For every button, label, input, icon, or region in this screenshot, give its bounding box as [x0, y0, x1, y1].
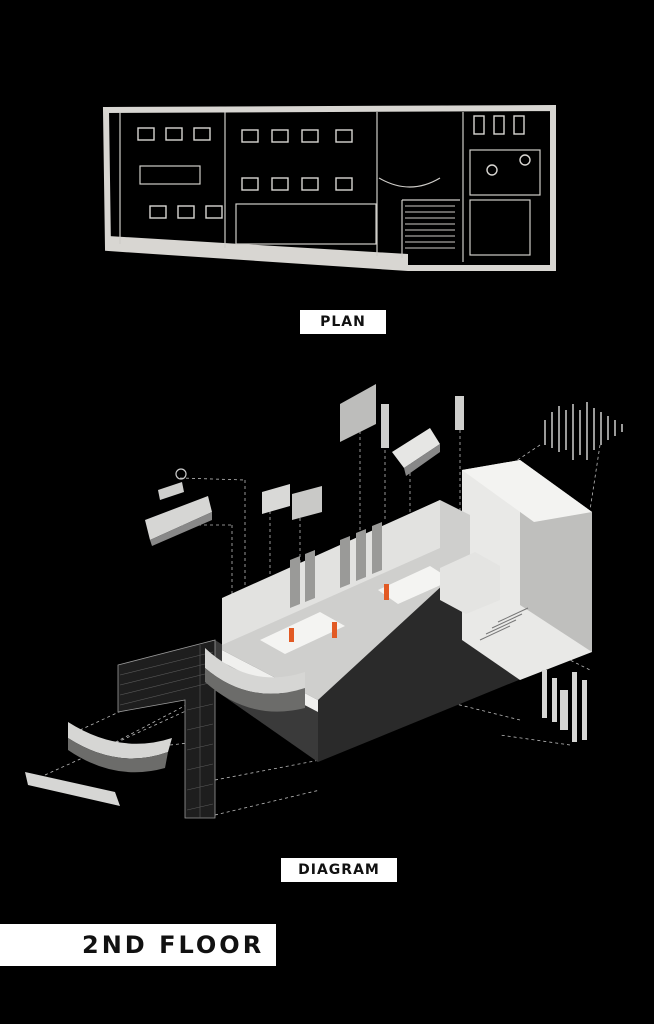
plan-label: PLAN [300, 310, 386, 334]
canopy-element [392, 428, 440, 468]
lower-stairs [479, 607, 529, 641]
plan-stairs [405, 205, 455, 249]
plan-outer-wall [102, 104, 556, 271]
column-element [381, 404, 389, 448]
counter-left [260, 612, 345, 654]
base-piece [25, 772, 120, 806]
column-element-2 [455, 396, 464, 430]
plan-interior-walls [119, 112, 541, 262]
balcony-lower-side [68, 738, 168, 773]
exploded-axonometric [25, 384, 623, 819]
counter-right [378, 566, 452, 604]
back-wall [222, 500, 440, 645]
plan-tables [137, 127, 353, 219]
right-screens [542, 670, 587, 742]
floor-plan [102, 104, 556, 271]
brick-facade [117, 639, 216, 819]
people-figures [289, 584, 389, 642]
exploded-elements [25, 384, 623, 819]
plan-facade-strip [108, 236, 408, 268]
screen-panel [340, 384, 376, 442]
canopy-element-side [404, 444, 440, 476]
diagram-label: DIAGRAM [281, 858, 397, 882]
cabinet-unit [262, 484, 290, 514]
tall-block-top [462, 460, 592, 522]
planter-box [145, 496, 212, 540]
kitchen-block [440, 552, 500, 614]
balcony-lower [68, 722, 172, 759]
sign-element [158, 482, 184, 500]
balcony-upper [205, 648, 305, 694]
plan-washroom-fixtures [473, 115, 531, 176]
window-panels [290, 522, 382, 608]
planter-box-side [150, 512, 212, 546]
balcony-upper-side [205, 668, 305, 712]
vertical-fins [544, 402, 623, 460]
cabinet-unit-2 [292, 486, 322, 520]
lamp-element [175, 468, 187, 480]
floor-title: 2ND FLOOR [0, 924, 276, 966]
brick-facade-grid [119, 645, 214, 818]
